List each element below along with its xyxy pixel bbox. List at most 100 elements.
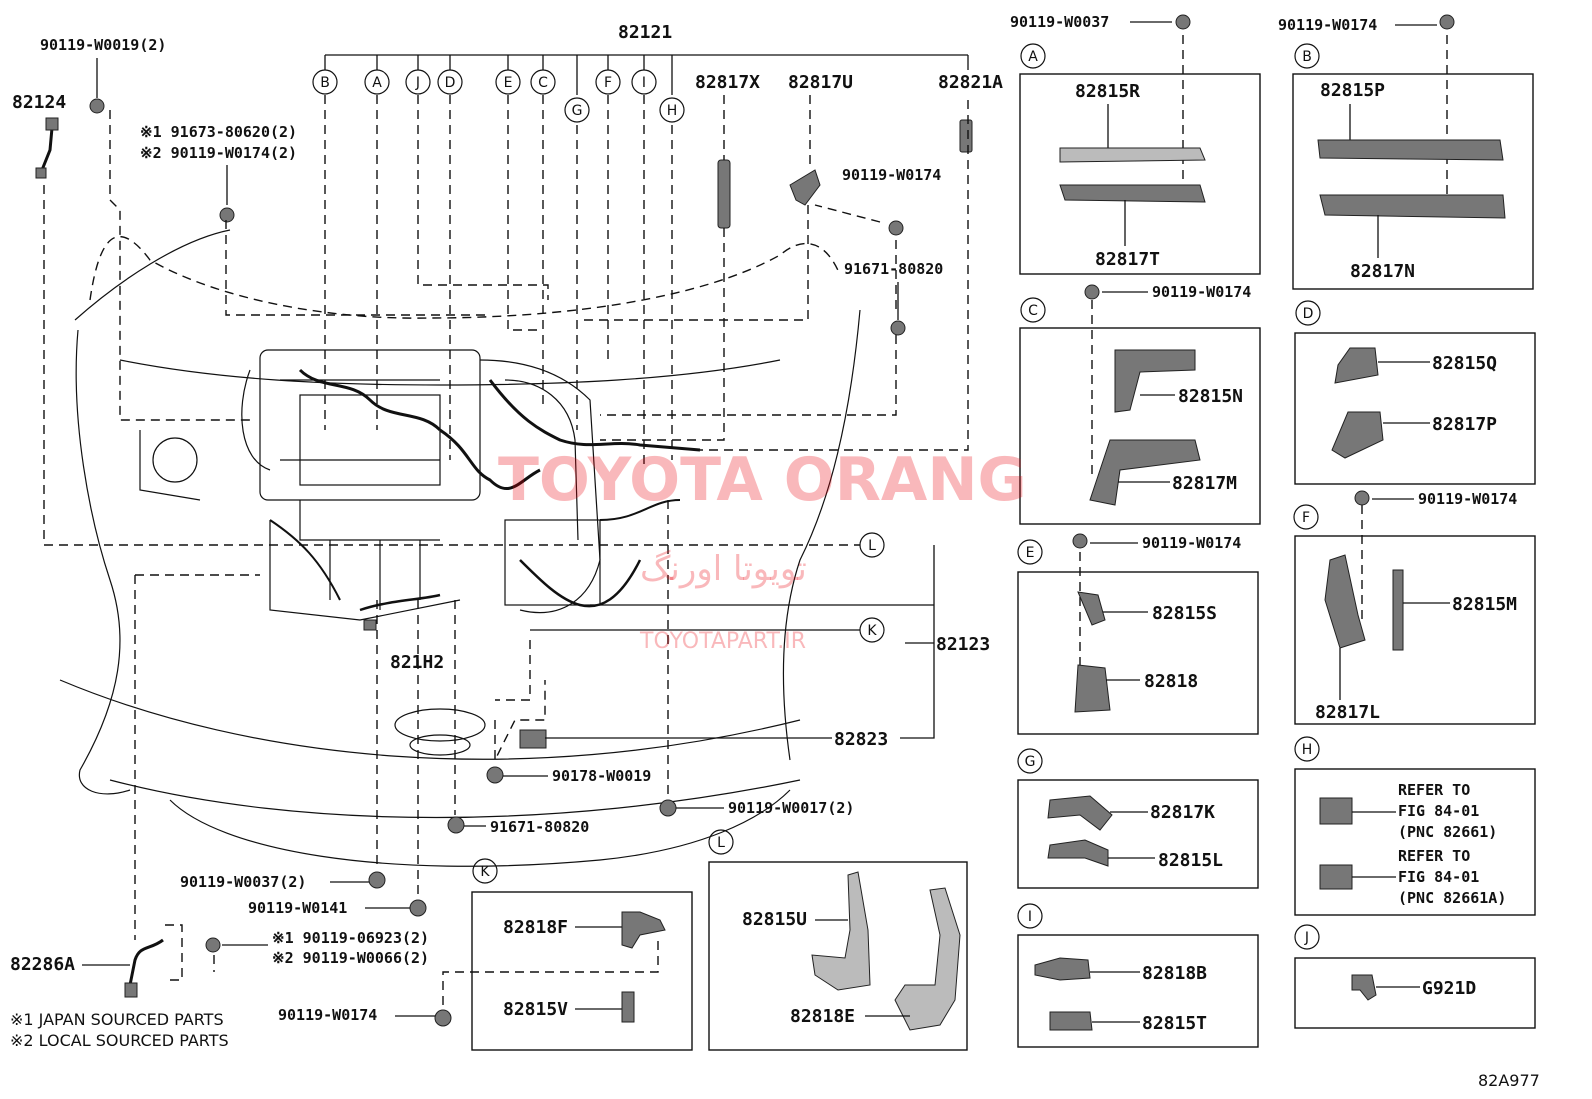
detail-f-bolt: 90119-W0174 [1418,490,1517,508]
detail-i-bottom: 82815T [1142,1013,1207,1034]
detail-d-label: D [1303,306,1314,322]
detail-e-bolt: 90119-W0174 [1142,534,1241,552]
detail-e: E 90119-W0174 82815S 82818 [1017,533,1259,735]
bolt-icon [1175,14,1191,30]
callout-circle-h [659,97,685,123]
label-82821a: 82821A [938,72,1003,93]
watermark-line3: TOYOTAPART.IR [639,629,806,654]
detail-k: K 82818F 82815V [471,858,693,1051]
detail-c: C 90119-W0174 82815N 82817M [1019,283,1261,525]
detail-e-label: E [1026,545,1035,561]
detail-f: F 90119-W0174 82815M 82817L [1293,490,1536,725]
detail-h-ref1-l1: REFER TO [1398,781,1470,799]
watermark-line2: تویوتا اورنگ [640,549,807,589]
detail-c-top: 82815N [1178,386,1243,407]
part-82815q-shape [1334,347,1379,384]
watermark: TOYOTA ORANG تویوتا اورنگ TOYOTAPART.IR [498,445,1027,654]
callout-a: A [372,75,382,91]
callout-circle-i [631,69,657,95]
part-g921d-shape [1351,974,1377,1001]
detail-b-label: B [1302,49,1312,65]
callout-d: D [445,75,456,91]
part-82817m-shape [1089,439,1201,506]
detail-c-label: C [1028,303,1038,319]
callout-k: K [867,623,877,639]
callout-circle-g [564,97,590,123]
callout-h: H [667,103,678,119]
main-callouts: B A J D E C G F I H L K [312,69,885,643]
part-82815t-shape [1049,1011,1093,1031]
callout-circle-b [312,69,338,95]
part-82815m-shape [1392,569,1404,651]
detail-k-bottom: 82815V [503,999,568,1020]
bolt-icon [1084,284,1100,300]
label-clip-90178: 90178-W0019 [552,767,651,785]
detail-f-label: F [1302,510,1310,526]
detail-h-label: H [1302,742,1313,758]
part-82817n-shape [1319,194,1506,219]
detail-c-bolt: 90119-W0174 [1152,283,1251,301]
label-bolt-w0017: 90119-W0017(2) [728,799,854,817]
connector-82661a-shape [1319,864,1353,890]
detail-g-bottom: 82815L [1158,850,1223,871]
engine-bay-illustration [35,98,973,1027]
callout-circle-d [437,69,463,95]
detail-j: J G921D [1294,924,1536,1029]
label-bolt-06923: ※1 90119-06923(2) [272,929,429,947]
leader-lines [43,35,1448,1005]
bolt-icon [1072,533,1088,549]
callout-circle-k [859,617,885,643]
detail-i-label: I [1028,909,1032,925]
main-labels: 82121 82124 82817X 82817U 82821A 821H2 8… [10,22,1540,1090]
detail-a-label: A [1028,49,1038,65]
part-82818f-shape [621,911,666,949]
label-82121: 82121 [618,22,672,43]
detail-b-top: 82815P [1320,80,1385,101]
detail-l-label: L [717,835,725,851]
label-bolt-w0019: 90119-W0019(2) [40,36,166,54]
callout-circle-a [364,69,390,95]
part-82818b-shape [1034,957,1091,981]
part-82818-shape [1074,664,1111,713]
label-bolt-w0037: 90119-W0037(2) [180,873,306,891]
detail-d-bottom: 82817P [1432,414,1497,435]
detail-d: D 82815Q 82817P [1294,300,1536,485]
footnote-local: ※2 LOCAL SOURCED PARTS [10,1031,229,1050]
callout-circle-f [595,69,621,95]
label-bolt-91671-main: 91671-80820 [844,260,943,278]
callout-i: I [642,75,646,91]
callout-g: G [572,103,583,119]
detail-i: I 82818B 82815T [1017,903,1259,1048]
callout-j: J [415,75,420,91]
detail-f-bottom: 82817L [1315,702,1380,723]
callout-circle-c [530,69,556,95]
label-821h2: 821H2 [390,652,444,673]
label-bolt-91673: ※1 91673-80620(2) [140,123,297,141]
part-82817l-shape [1324,554,1366,649]
part-82817p-shape [1331,411,1384,459]
label-82823: 82823 [834,729,888,750]
part-82815n-shape [1114,349,1196,413]
detail-a-bottom: 82817T [1095,249,1160,270]
part-82815v-shape [621,991,635,1023]
label-bolt-w0066: ※2 90119-W0066(2) [272,949,429,967]
detail-e-bottom: 82818 [1144,671,1198,692]
detail-k-top: 82818F [503,917,568,938]
detail-i-top: 82818B [1142,963,1207,984]
label-bolt-91671-low: 91671-80820 [490,818,589,836]
part-82815l-shape [1047,839,1109,867]
label-82123: 82123 [936,634,990,655]
label-bolt-w0174-low: 90119-W0174 [278,1006,377,1024]
figure-code: 82A977 [1478,1071,1540,1090]
detail-g-label: G [1025,754,1036,770]
callout-e: E [504,75,513,91]
detail-h-ref1-l3: (PNC 82661) [1398,823,1497,841]
detail-j-part: G921D [1422,978,1476,999]
part-82815s-shape [1077,591,1106,626]
detail-h-ref1-l2: FIG 84-01 [1398,802,1479,820]
detail-c-bottom: 82817M [1172,473,1237,494]
label-bolt-w0174-j2: ※2 90119-W0174(2) [140,144,297,162]
detail-a-bolt: 90119-W0037 [1010,13,1109,31]
bolt-icon [1439,14,1455,30]
callout-circle-j [405,69,431,95]
